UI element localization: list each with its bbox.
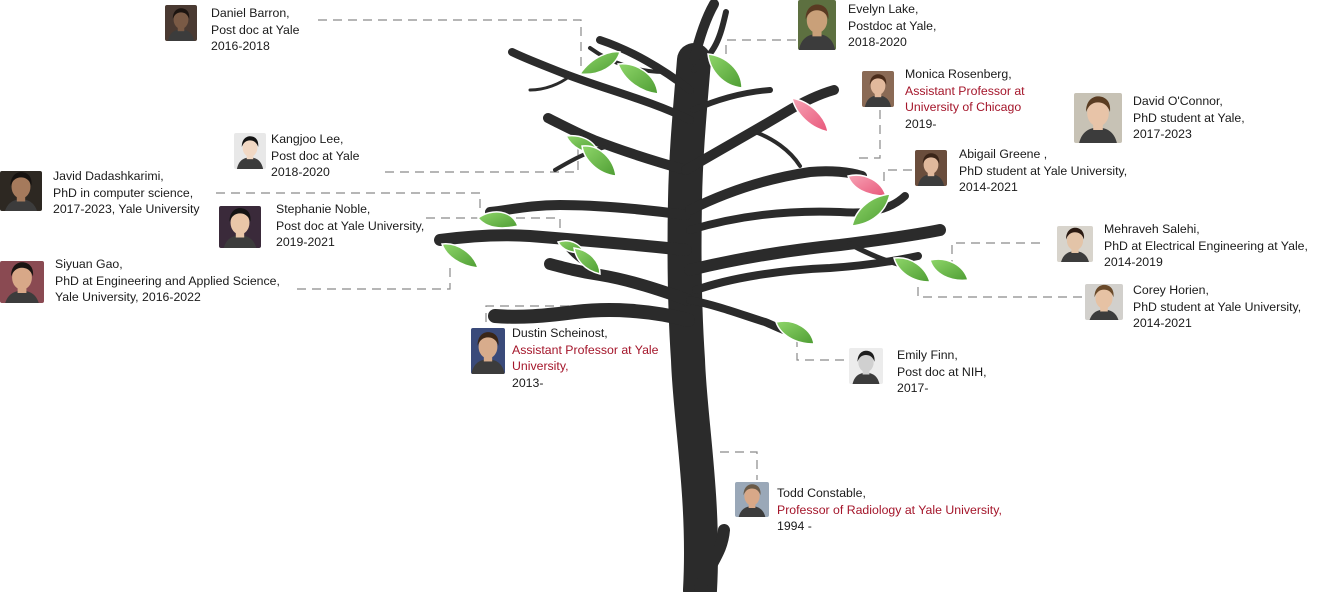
corey-horien-name: Corey Horien,: [1133, 283, 1209, 297]
leaf: [440, 243, 480, 269]
monica-rosenberg-name: Monica Rosenberg,: [905, 67, 1012, 81]
emily-finn-years: 2017-: [897, 381, 929, 395]
monica-rosenberg-years: 2019-: [905, 116, 937, 131]
david-oconnor-name: David O'Connor,: [1133, 94, 1223, 108]
mehraveh-salehi-years: 2014-2019: [1104, 255, 1163, 269]
evelyn-lake-name: Evelyn Lake,: [848, 2, 919, 16]
connector-emily: [796, 338, 844, 361]
corey-horien-years: 2014-2021: [1133, 316, 1192, 330]
connector-kangjoo: [385, 148, 579, 173]
connector-javid: [216, 192, 481, 212]
dustin-scheinost-photo: [471, 328, 505, 374]
daniel-barron-name: Daniel Barron,: [211, 6, 290, 20]
leaf: [847, 174, 887, 197]
evelyn-lake-role: Postdoc at Yale,: [848, 18, 937, 33]
daniel-barron-role: Post doc at Yale: [211, 22, 300, 37]
leaf: [578, 50, 621, 75]
connector-siyuan: [297, 266, 451, 290]
monica-rosenberg-role-1: Assistant Professor at: [905, 83, 1025, 98]
leaf: [775, 320, 815, 345]
david-oconnor-photo: [1074, 93, 1122, 143]
todd-constable-name: Todd Constable,: [777, 486, 866, 500]
daniel-barron-photo: [165, 5, 197, 41]
david-oconnor-years: 2017-2023: [1133, 127, 1192, 141]
evelyn-lake-years: 2018-2020: [848, 35, 907, 49]
abigail-greene-years: 2014-2021: [959, 180, 1018, 194]
connector-dustin: [485, 305, 570, 322]
connector-monica: [856, 110, 881, 159]
stephanie-noble-role: Post doc at Yale University,: [276, 218, 425, 233]
connector-daniel: [318, 19, 582, 70]
corey-horien-photo: [1085, 284, 1123, 320]
leaf: [573, 247, 601, 275]
dustin-scheinost-role-2: University,: [512, 359, 569, 373]
kangjoo-lee-years: 2018-2020: [271, 165, 330, 179]
leaf: [893, 257, 931, 283]
javid-dadashkarimi-name: Javid Dadashkarimi,: [53, 169, 164, 183]
leaf: [929, 258, 969, 282]
dustin-scheinost-role-1: Assistant Professor at Yale: [512, 342, 659, 357]
connector-mehraveh: [951, 242, 1040, 264]
mehraveh-salehi-name: Mehraveh Salehi,: [1104, 222, 1200, 236]
kangjoo-lee-role: Post doc at Yale: [271, 148, 360, 163]
emily-finn-name: Emily Finn,: [897, 348, 958, 362]
tree-trunk: [434, 0, 946, 592]
connector-lines: [216, 19, 1082, 480]
connector-evelyn: [725, 39, 796, 58]
mehraveh-salehi-role: PhD at Electrical Engineering at Yale,: [1104, 238, 1308, 253]
connector-todd: [720, 451, 758, 480]
monica-rosenberg-role-2: University of Chicago: [905, 100, 1022, 114]
javid-dadashkarimi-photo: [0, 171, 42, 211]
leaf: [476, 211, 520, 229]
monica-rosenberg-photo: [862, 71, 894, 107]
stephanie-noble-photo: [219, 206, 261, 248]
emily-finn-photo: [849, 348, 883, 384]
stephanie-noble-name: Stephanie Noble,: [276, 202, 371, 216]
abigail-greene-photo: [915, 150, 947, 186]
javid-dadashkarimi-years: 2017-2023, Yale University: [53, 202, 200, 216]
corey-horien-role: PhD student at Yale University,: [1133, 299, 1302, 314]
stephanie-noble-years: 2019-2021: [276, 235, 335, 249]
leaf: [616, 63, 659, 95]
dustin-scheinost-years: 2013-: [512, 375, 544, 390]
abigail-greene-name: Abigail Greene ,: [959, 147, 1048, 161]
siyuan-gao-role: PhD at Engineering and Applied Science,: [55, 273, 280, 288]
emily-finn-role: Post doc at NIH,: [897, 364, 987, 379]
tree-leaves: [440, 50, 969, 345]
david-oconnor-role: PhD student at Yale,: [1133, 110, 1245, 125]
kangjoo-lee-photo: [234, 133, 266, 169]
javid-dadashkarimi-role: PhD in computer science,: [53, 185, 194, 200]
siyuan-gao-years: Yale University, 2016-2022: [55, 290, 201, 304]
evelyn-lake-photo: [798, 0, 836, 50]
daniel-barron-years: 2016-2018: [211, 39, 270, 53]
siyuan-gao-photo: [0, 261, 44, 303]
siyuan-gao-name: Siyuan Gao,: [55, 257, 123, 271]
kangjoo-lee-name: Kangjoo Lee,: [271, 132, 344, 146]
leaf: [790, 97, 829, 133]
connector-abigail: [883, 169, 912, 186]
leaf: [581, 145, 617, 177]
leaf: [707, 53, 743, 89]
connector-corey: [917, 276, 1082, 298]
todd-constable-role: Professor of Radiology at Yale Universit…: [777, 502, 1002, 517]
dustin-scheinost-name: Dustin Scheinost,: [512, 326, 608, 340]
todd-constable-photo: [735, 482, 769, 517]
abigail-greene-role: PhD student at Yale University,: [959, 163, 1128, 178]
todd-constable-years: 1994 -: [777, 519, 812, 533]
mehraveh-salehi-photo: [1057, 226, 1093, 262]
leaf: [851, 193, 891, 227]
